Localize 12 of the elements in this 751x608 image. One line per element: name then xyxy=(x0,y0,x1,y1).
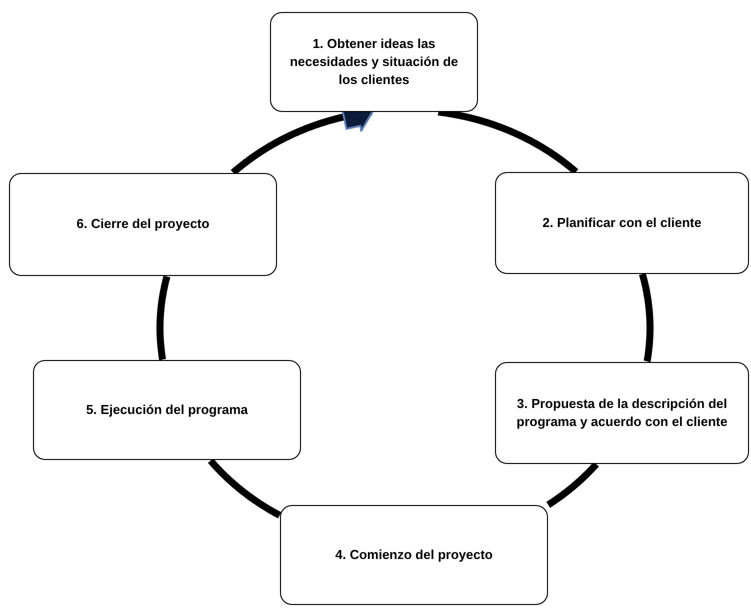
step-box xyxy=(280,505,548,605)
step-text: 4. Comienzo del proyecto xyxy=(335,546,493,564)
step-box xyxy=(33,360,301,460)
step-text: 5. Ejecución del programa xyxy=(86,400,248,419)
step-box xyxy=(495,172,749,274)
step-text: 1. Obtener ideas las necesidades y situación de los clientes xyxy=(288,34,460,90)
step-box xyxy=(270,12,478,112)
step-text: 3. Propuesta de la descripción del programa y acuerdo con el cliente xyxy=(516,394,728,431)
step-box xyxy=(495,362,749,464)
step-text: 2. Planificar con el cliente xyxy=(542,214,702,232)
step-text: 6. Cierre del proyecto xyxy=(76,215,210,234)
step-box xyxy=(9,173,277,276)
